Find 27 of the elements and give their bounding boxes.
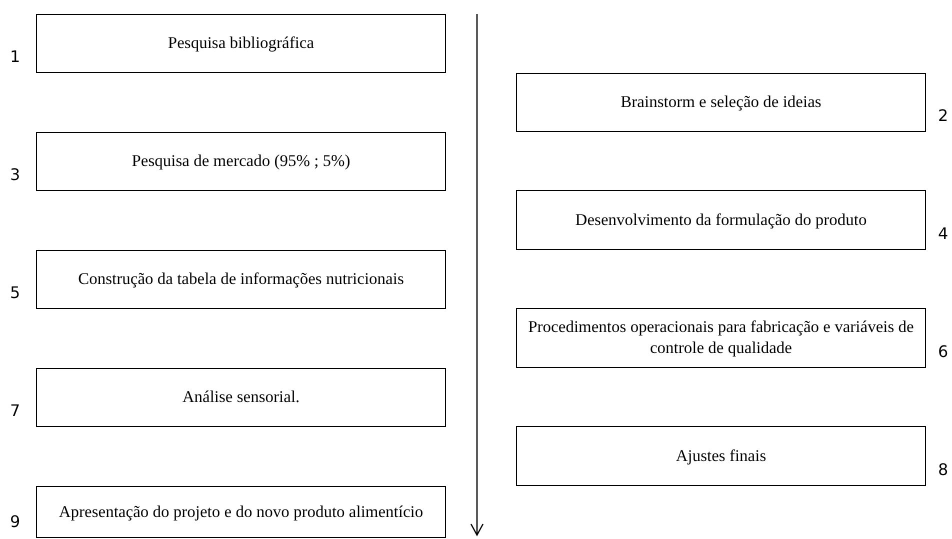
process-box (36, 368, 446, 427)
process-box (516, 73, 926, 132)
process-box (516, 426, 926, 486)
step-number: 8 (938, 460, 948, 479)
step-label: Análise sensorial. (182, 387, 300, 408)
step-label: Pesquisa de mercado (95% ; 5%) (132, 151, 350, 172)
process-box (36, 250, 446, 309)
step-label: Apresentação do projeto e do novo produto alimentício (58, 502, 424, 522)
step-number: 1 (10, 47, 20, 66)
step-number: 7 (10, 401, 20, 420)
step-label: Pesquisa bibliográfica (168, 33, 314, 54)
process-box (36, 132, 446, 191)
step-number: 5 (10, 283, 20, 302)
step-label: Brainstorm e seleção de ideias (620, 92, 822, 113)
process-box (516, 190, 926, 250)
process-box (36, 14, 446, 73)
process-box (516, 308, 926, 368)
step-label: Desenvolvimento da formulação do produto (575, 210, 867, 230)
step-number: 6 (938, 342, 948, 361)
step-label: Procedimentos operacionais para fabricação e variáveis de controle de qualidade (527, 317, 915, 359)
step-number: 4 (938, 224, 948, 243)
step-label: Ajustes finais (676, 446, 766, 466)
step-label: Construção da tabela de informações nutricionais (78, 269, 404, 290)
step-number: 3 (10, 165, 20, 184)
step-number: 2 (938, 106, 948, 125)
step-number: 9 (10, 512, 20, 531)
process-box (36, 486, 446, 538)
